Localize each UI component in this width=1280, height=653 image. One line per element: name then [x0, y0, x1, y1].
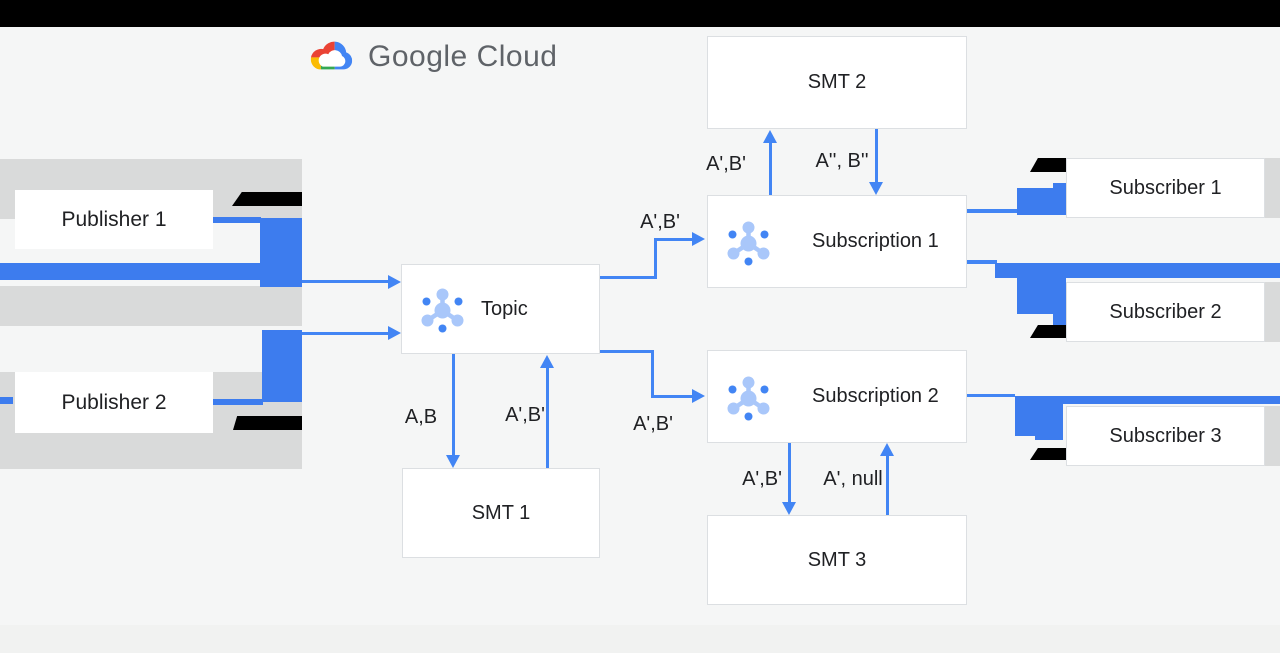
- top-black-bar: [0, 0, 1280, 27]
- node-label: Subscriber 3: [1109, 424, 1222, 447]
- node-label: Subscriber 2: [1109, 300, 1222, 323]
- blue-band-fragment-1: [0, 263, 262, 280]
- right-gray-fragment-2: [1265, 282, 1280, 342]
- blue-line-fragment-2: [0, 397, 13, 404]
- flow-label-sub1-smt2: A',B': [706, 153, 746, 175]
- black-arrow-fragment-3: [1030, 158, 1066, 172]
- blue-step-fragment-2: [1053, 312, 1066, 325]
- blue-block-fragment-4: [1017, 277, 1066, 314]
- node-label: SMT 1: [471, 501, 531, 524]
- flow-label-smt2-sub1: A'', B'': [815, 150, 869, 172]
- line-subscription1-to-subscriber2: [967, 260, 997, 264]
- blue-block-fragment-3: [1017, 188, 1066, 215]
- flow-label-topic-smt1: A,B: [404, 406, 438, 428]
- flow-label-topic-sub2: A',B': [633, 413, 673, 435]
- blue-block-fragment-2: [262, 330, 302, 402]
- node-smt-2: SMT 2: [707, 36, 967, 129]
- blue-line-fragment-1: [213, 217, 261, 223]
- node-smt-1: SMT 1: [402, 468, 600, 558]
- blue-block-fragment-1: [260, 218, 302, 287]
- node-subscriber-2: Subscriber 2: [1066, 282, 1265, 342]
- node-label: SMT 2: [807, 71, 867, 93]
- node-label: Subscriber 1: [1109, 176, 1222, 199]
- blue-block-fragment-5: [1015, 403, 1063, 436]
- node-topic: Topic: [401, 264, 600, 354]
- left-gray-band-2: [0, 286, 302, 326]
- node-label: Publisher 2: [61, 390, 167, 414]
- node-subscriber-3: Subscriber 3: [1066, 406, 1265, 466]
- flow-label-topic-sub1: A',B': [640, 211, 680, 233]
- node-label: SMT 3: [807, 548, 867, 571]
- right-gray-fragment-1: [1265, 158, 1280, 218]
- pubsub-icon: [726, 218, 771, 265]
- google-cloud-logo-icon: [310, 41, 353, 70]
- node-label: Subscription 1: [812, 230, 939, 252]
- line-subscription2-to-subscriber3: [967, 394, 1015, 397]
- blue-step-fragment-3: [1035, 434, 1063, 440]
- blue-band-fragment-2: [995, 263, 1280, 278]
- node-label: Topic: [481, 297, 528, 320]
- black-arrow-fragment-1: [232, 192, 302, 206]
- pubsub-icon: [420, 286, 465, 333]
- flow-label-smt1-topic: A',B': [505, 404, 545, 426]
- node-publisher-2: Publisher 2: [15, 372, 213, 433]
- node-label: Publisher 1: [61, 207, 167, 231]
- flow-label-sub2-smt3: A',B': [742, 468, 782, 490]
- logo-text: Google Cloud: [368, 39, 558, 73]
- right-gray-fragment-3: [1265, 406, 1280, 466]
- node-subscription-1: Subscription 1: [707, 195, 967, 288]
- node-publisher-1: Publisher 1: [15, 190, 213, 249]
- node-subscriber-1: Subscriber 1: [1066, 158, 1265, 218]
- node-smt-3: SMT 3: [707, 515, 967, 605]
- node-subscription-2: Subscription 2: [707, 350, 967, 443]
- black-arrow-fragment-4: [1030, 325, 1066, 338]
- flow-label-smt3-sub2: A', null: [823, 468, 883, 490]
- blue-step-fragment-1: [1053, 183, 1066, 189]
- pubsub-icon: [726, 373, 771, 420]
- blue-line-fragment-3: [213, 399, 263, 405]
- node-label: Subscription 2: [812, 385, 939, 407]
- black-arrow-fragment-5: [1030, 448, 1066, 460]
- footer-bar: [0, 625, 1280, 653]
- black-arrow-fragment-2: [233, 416, 302, 430]
- line-subscription1-to-subscriber1: [967, 209, 1017, 213]
- blue-band-fragment-3: [1015, 396, 1280, 404]
- google-cloud-logo: Google Cloud: [308, 38, 557, 75]
